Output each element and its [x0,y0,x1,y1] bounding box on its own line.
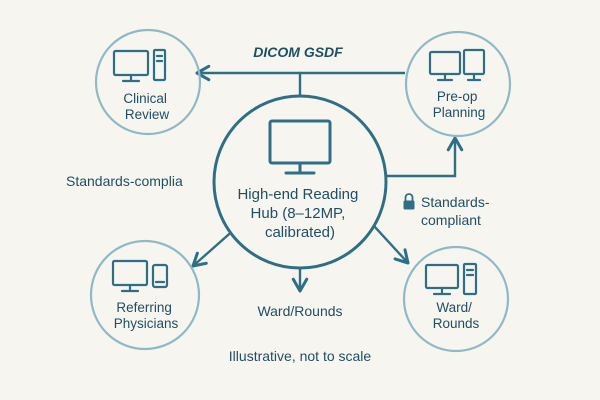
hub-label-line-2: Hub (8–12MP, [251,205,346,222]
clinical-review-node: Clinical Review [94,28,202,136]
edge-label-left: Standards-complia [66,173,183,189]
footer-note: Illustrative, not to scale [229,348,372,364]
ward-rounds-node: Ward/ Rounds [402,245,510,353]
workstation-tower-icon [112,48,167,83]
edge-label-right-line-2: compliant [421,212,481,228]
referring-physicians-label-line-1: Referring [116,300,172,315]
monitor-icon [268,119,332,175]
svg-text:Standards- compliant: Standards- compliant [421,194,493,228]
edge-label-dicom-gsdf: DICOM GSDF [253,44,343,60]
clinical-review-label-line-1: Clinical [123,91,167,106]
dual-monitor-icon [428,48,486,82]
edge-label-right-line-1: Standards- [421,194,490,210]
ward-rounds-label-line-1: Ward/ [436,300,472,315]
preop-planning-label-line-2: Planning [433,105,486,120]
hub-node: High-end Reading Hub (8–12MP, calibrated… [212,94,388,270]
workstation-tower-icon [424,262,478,296]
preop-planning-node: Pre-op Planning [404,30,512,138]
preop-planning-label-line-1: Pre-op [437,89,478,104]
svg-text:Ward/ Rounds: Ward/ Rounds [433,300,480,331]
svg-text:High-end Reading Hub (8–: High-end Reading Hub (8–12MP, calibrated… [237,186,362,241]
connector-bottom-left [191,227,237,268]
edge-label-bottom: Ward/Rounds [257,303,342,319]
hub-label-line-3: calibrated) [265,224,335,241]
connector-bottom-right [373,225,410,265]
connector-top [195,64,405,98]
connector-right [385,136,464,178]
svg-text:Referring Physicians: Referring Physicians [114,300,179,331]
svg-text:Clinical Review: Clinical Review [123,91,170,122]
lock-icon [403,193,415,210]
referring-physicians-label-line-2: Physicians [114,316,179,331]
ward-rounds-label-line-2: Rounds [433,316,480,331]
clinical-review-label-line-2: Review [125,107,170,122]
hub-label-line-1: High-end Reading [237,186,358,203]
monitor-with-phone-icon [111,259,169,293]
svg-text:Pre-op Planning: Pre-op Planning [433,89,486,120]
referring-physicians-node: Referring Physicians [89,239,201,351]
